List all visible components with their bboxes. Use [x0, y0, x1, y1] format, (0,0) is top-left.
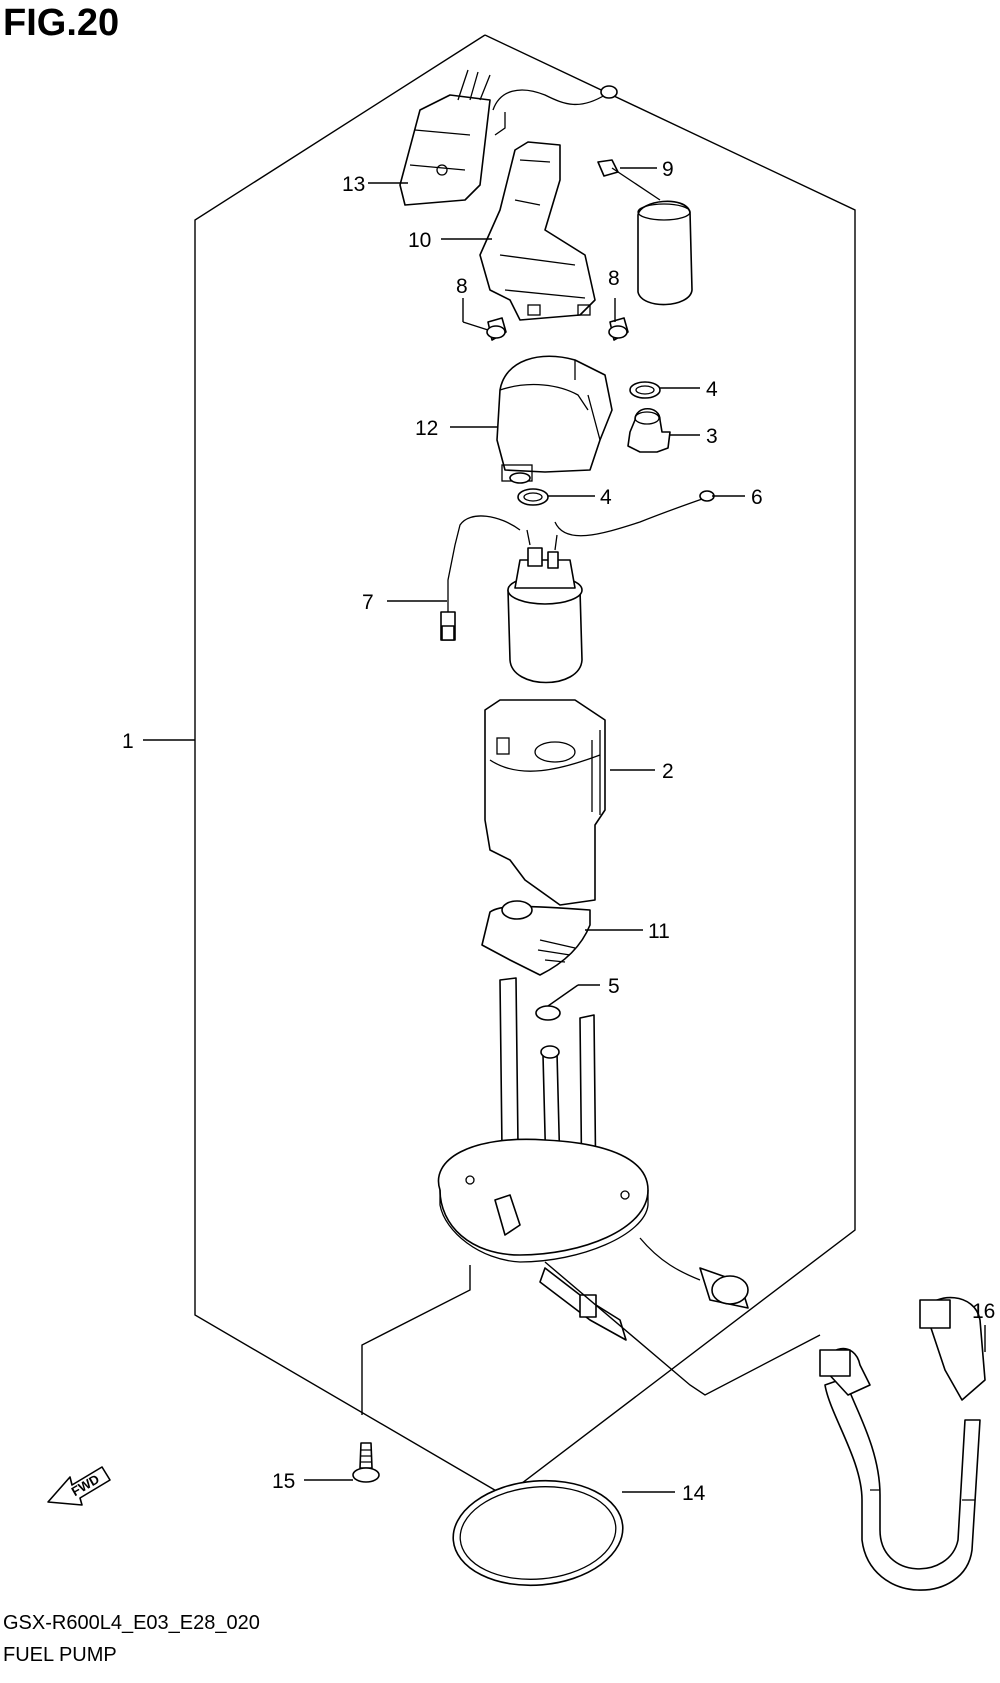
part-4-o-ring-upper: [629, 381, 661, 399]
callout-3: 3: [706, 425, 718, 448]
callout-15: 15: [272, 1470, 295, 1493]
callout-14: 14: [682, 1482, 706, 1505]
callout-8-right: 8: [608, 267, 620, 290]
leader-lines: [143, 167, 986, 1493]
callout-8-left: 8: [456, 275, 468, 298]
fuel-pump-motor: [507, 529, 583, 684]
part-7-wire-lead: [440, 515, 521, 641]
part-5-o-ring: [535, 1005, 561, 1021]
callout-16: 16: [972, 1300, 995, 1323]
part-3-pressure-regulator: [627, 407, 671, 453]
callout-9: 9: [662, 158, 674, 181]
part-12-housing: [496, 355, 613, 484]
callout-6: 6: [751, 486, 763, 509]
callout-11: 11: [648, 920, 670, 943]
callout-2: 2: [662, 760, 674, 783]
part-16-fuel-hose: [819, 1296, 986, 1591]
callout-10: 10: [408, 229, 431, 252]
diagram-caption: FUEL PUMP: [3, 1644, 117, 1666]
callout-7: 7: [362, 591, 374, 614]
part-14-gasket: [452, 1479, 624, 1587]
diagram-code: GSX-R600L4_E03_E28_020: [3, 1612, 260, 1634]
callout-4-lower: 4: [600, 486, 612, 509]
part-9-clip: [597, 159, 619, 177]
part-8-bolt-left: [486, 317, 507, 341]
part-6-wire-lead: [554, 490, 715, 537]
callout-5: 5: [608, 975, 620, 998]
callout-13: 13: [342, 173, 365, 196]
fwd-arrow-icon: FWD: [47, 1466, 111, 1506]
fuel-outlet-pipe: [539, 1267, 627, 1341]
part-4-o-ring-lower: [517, 488, 549, 506]
figure-title: FIG.20: [3, 2, 120, 44]
callout-12: 12: [415, 417, 438, 440]
relation-line-screw: [361, 1265, 471, 1415]
part-13-wire-plate: [399, 69, 618, 206]
part-10-bracket: [479, 141, 596, 321]
relation-line-hose: [544, 1261, 821, 1396]
fuel-level-float: [611, 167, 693, 306]
pump-base-plate: [437, 977, 649, 1263]
part-15-screw: [352, 1442, 380, 1483]
part-11-fuel-filter: [481, 900, 591, 976]
callout-4-upper: 4: [706, 378, 718, 401]
part-8-bolt-right: [608, 317, 629, 341]
wire-harness-connector: [639, 1237, 749, 1309]
callout-1: 1: [122, 730, 134, 753]
part-2-pump-holder: [484, 699, 606, 906]
